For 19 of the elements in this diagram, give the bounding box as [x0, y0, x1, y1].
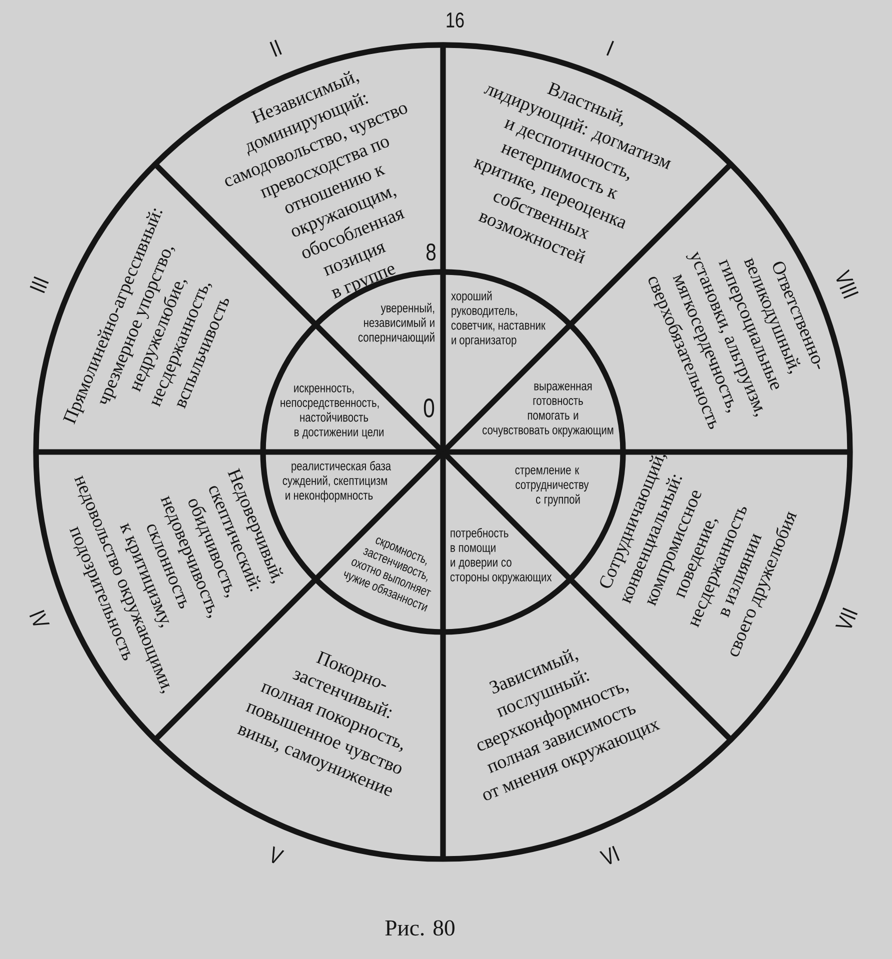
- sector-text: выраженная готовность помогать и сочувствовать окружающим: [482, 383, 614, 437]
- sector-text: хороший руководитель, советчик, наставник и организатор: [451, 290, 546, 347]
- octant-numeral: I: [606, 40, 614, 56]
- octant-numeral: VII: [835, 608, 858, 628]
- octant-numeral: II: [270, 40, 282, 57]
- sector-text: искренность, непосредственность, настойчивость в достижении цели: [280, 385, 384, 439]
- octant-numeral: IV: [29, 610, 50, 626]
- scale-number: 16: [446, 12, 464, 28]
- sector-text: уверенный, независимый и соперничающий: [358, 302, 434, 344]
- sector-text: реалистическая база суждений, скептицизм и неконформность: [282, 460, 392, 502]
- octant-numeral: III: [30, 276, 49, 294]
- scale-number: 8: [426, 243, 436, 260]
- octant-numeral: VIII: [836, 269, 859, 299]
- scale-number: 0: [424, 398, 434, 418]
- figure-caption: Рис. 80: [385, 920, 454, 936]
- sector-text: потребность в помощи и доверии со стороны окружающих: [450, 528, 552, 584]
- sector-text: стремление к сотрудничеству с группой: [515, 467, 589, 506]
- octant-numeral: VI: [599, 846, 620, 864]
- octant-numeral: V: [272, 846, 284, 864]
